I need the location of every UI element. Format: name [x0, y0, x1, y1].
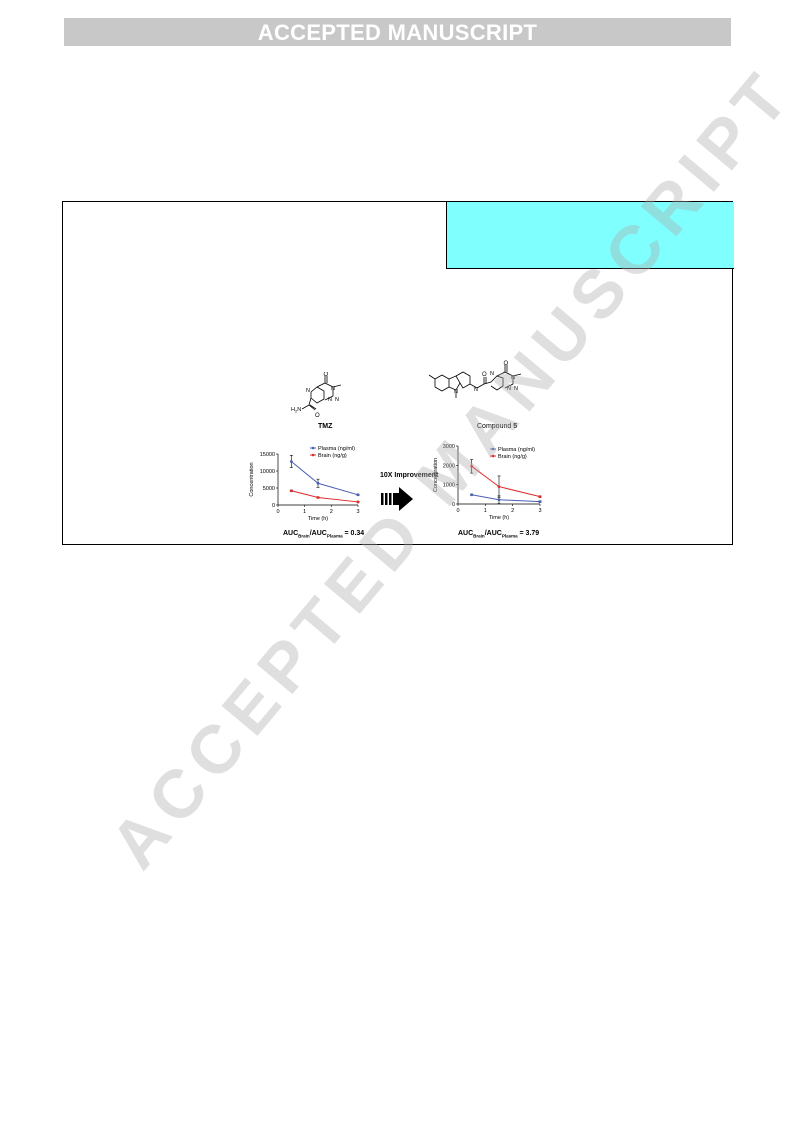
series-line	[291, 461, 359, 496]
x-tick-label: 3	[356, 509, 359, 515]
y-tick-label: 1000	[443, 483, 455, 489]
nitrogen-atom-label: N	[331, 386, 335, 392]
x-tick-label: 1	[484, 508, 487, 514]
nitrogen-atom-label: N	[490, 371, 494, 377]
y-axis-label: Concentration	[433, 458, 439, 492]
x-tick-label: 2	[330, 509, 333, 515]
nitrogen-atom-label: N	[328, 397, 332, 403]
tmz-auc-ratio: AUCBrain/AUCPlasma = 0.34	[283, 530, 364, 538]
y-tick-label: 10000	[260, 469, 275, 475]
legend-label: Brain (ng/g)	[318, 453, 347, 459]
x-axis-label: Time (h)	[308, 516, 328, 522]
auc-value: = 0.34	[342, 530, 365, 537]
x-tick-label: 0	[456, 508, 459, 514]
y-tick-label: 5000	[263, 486, 275, 492]
nitrogen-atom-label: N	[514, 386, 518, 392]
auc-text: AUC	[283, 530, 299, 537]
data-point	[538, 500, 542, 504]
highlight-box	[446, 202, 734, 269]
data-point	[538, 495, 542, 499]
y-tick-label: 2000	[443, 463, 455, 469]
plasma-subscript: Plasma	[326, 533, 343, 539]
auc-text: AUC	[458, 530, 474, 537]
legend-swatch-marker	[311, 446, 315, 450]
h-subscript: 2	[295, 409, 298, 414]
series-line	[471, 494, 541, 503]
compound-5-label: Compound 5	[477, 423, 517, 430]
graphical-abstract-frame	[62, 201, 733, 545]
auc-separator: /AUC	[484, 530, 502, 537]
data-point	[356, 493, 360, 497]
x-tick-label: 3	[538, 508, 541, 514]
plasma-subscript: Plasma	[501, 533, 518, 539]
data-point	[497, 485, 501, 488]
y-axis-label: Concentration	[249, 462, 255, 496]
legend-swatch-marker	[491, 454, 495, 458]
nitrogen-atom-label: N	[335, 397, 339, 403]
tmz-label: TMZ	[318, 423, 333, 430]
data-point	[470, 464, 474, 468]
data-point	[316, 496, 320, 499]
legend-label: Plasma (ng/ml)	[498, 447, 535, 453]
brain-subscript: Brain	[473, 533, 485, 539]
right-arrow-icon	[381, 487, 413, 511]
data-point	[289, 460, 293, 463]
oxygen-atom-label: O	[482, 372, 487, 378]
accepted-manuscript-banner: ACCEPTED MANUSCRIPT	[64, 18, 731, 46]
oxygen-atom-label: O	[315, 413, 320, 419]
y-tick-label: 0	[452, 502, 455, 508]
data-point	[356, 500, 360, 504]
y-tick-label: 0	[272, 503, 275, 509]
brain-subscript: Brain	[298, 533, 310, 539]
y-tick-label: 15000	[260, 452, 275, 458]
x-axis-label: Time (h)	[489, 515, 509, 521]
compound-5-number: 5	[513, 423, 518, 430]
legend-swatch-marker	[311, 453, 315, 457]
series-line	[471, 465, 541, 498]
data-point	[470, 493, 474, 497]
improvement-label: 10X Improvement	[380, 472, 439, 479]
compound-5-structure: O N N N N N N O	[428, 361, 522, 398]
x-tick-label: 1	[303, 509, 306, 515]
x-tick-label: 0	[276, 509, 279, 515]
legend-label: Plasma (ng/ml)	[318, 446, 355, 452]
auc-separator: /AUC	[309, 530, 327, 537]
y-tick-label: 3000	[443, 444, 455, 450]
nitrogen-atom-label: N	[306, 388, 310, 394]
data-point	[316, 481, 320, 485]
nitrogen-atom-label: N	[474, 387, 478, 393]
nitrogen-atom-label: N	[454, 389, 458, 395]
oxygen-atom-label: O	[504, 361, 509, 367]
oxygen-atom-label: O	[324, 372, 329, 378]
compound-5-prefix: Compound	[477, 423, 514, 430]
data-point	[289, 489, 293, 493]
h-atom-label: H	[291, 407, 295, 413]
auc-value: = 3.79	[517, 530, 540, 537]
amine-group-label: H2N	[291, 407, 301, 414]
tmz-structure: O N N N N H2N O	[291, 372, 342, 419]
legend-label: Brain (ng/g)	[498, 454, 527, 460]
nitrogen-atom-label: N	[507, 386, 511, 392]
data-point	[497, 498, 501, 502]
nitrogen-atom-label: N	[511, 375, 515, 381]
x-tick-label: 2	[511, 508, 514, 514]
legend-swatch-marker	[491, 447, 495, 451]
n-atom-label: N	[297, 407, 301, 413]
compound5-auc-ratio: AUCBrain/AUCPlasma = 3.79	[458, 530, 539, 538]
